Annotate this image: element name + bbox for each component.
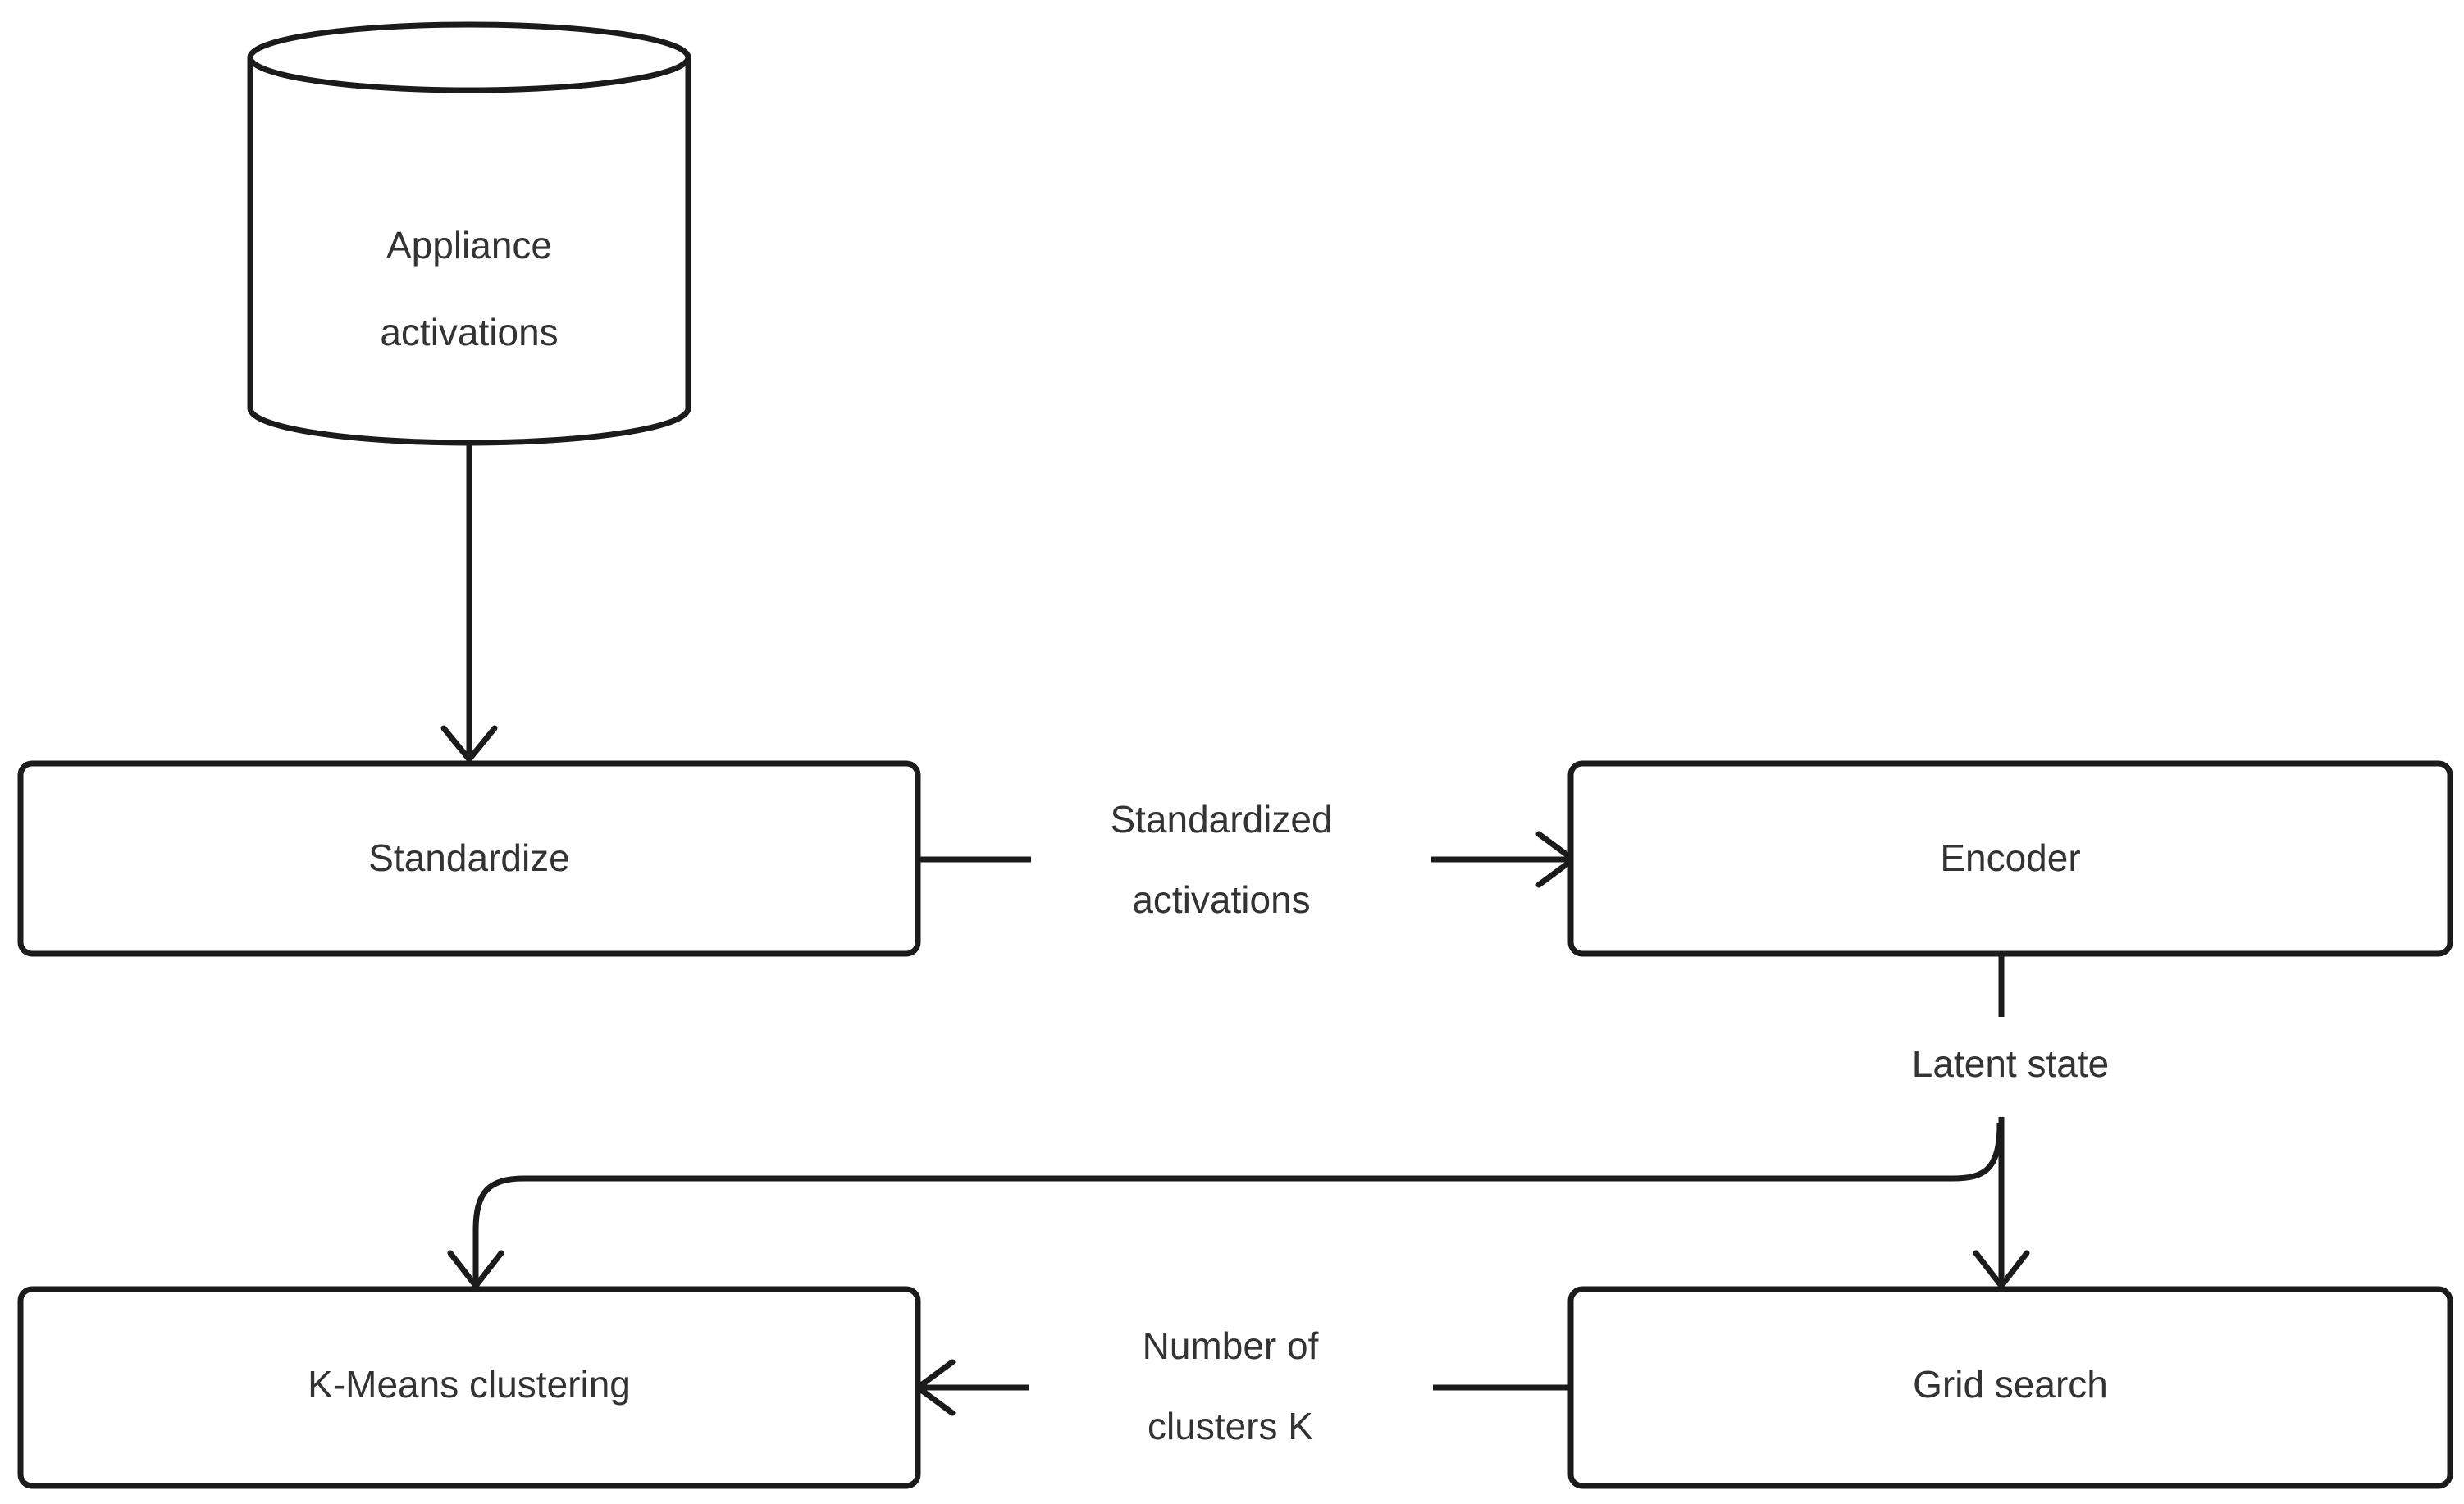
edge-line-branch-to-kmeans bbox=[472, 1123, 2003, 1281]
arrow-head-down-kmeans bbox=[447, 1250, 504, 1289]
arrow-head-down-grid-search bbox=[1973, 1250, 2030, 1289]
edge-label-number-of-clusters-line2: clusters K bbox=[1148, 1405, 1313, 1447]
edge-label-standardized-activations-line2: activations bbox=[1132, 878, 1310, 921]
cylinder-top-ellipse bbox=[247, 21, 691, 93]
node-grid-search[interactable]: Grid search bbox=[1567, 1286, 2453, 1489]
edge-activations-to-standardize bbox=[440, 443, 498, 763]
edge-label-number-of-clusters-line1: Number of bbox=[1143, 1324, 1319, 1367]
edge-label-latent-state: Latent state bbox=[1912, 1042, 2109, 1085]
node-encoder[interactable]: Encoder bbox=[1567, 760, 2453, 957]
node-label-grid-search: Grid search bbox=[1913, 1363, 2108, 1406]
arrow-head-left-kmeans bbox=[915, 1359, 956, 1416]
node-standardize[interactable]: Standardize bbox=[17, 760, 921, 957]
edge-encoder-to-grid-search: Latent state bbox=[1912, 954, 2109, 1289]
edge-encoder-to-kmeans bbox=[447, 1123, 2003, 1289]
node-label-standardize: Standardize bbox=[368, 836, 570, 879]
edge-standardize-to-encoder: Standardized activations bbox=[918, 798, 1577, 921]
edge-label-standardized-activations-line1: Standardized bbox=[1110, 798, 1332, 841]
node-label-appliance-line1: Appliance bbox=[386, 224, 552, 267]
node-label-encoder: Encoder bbox=[1940, 836, 2080, 879]
node-label-appliance-line2: activations bbox=[380, 311, 558, 353]
node-appliance-activations[interactable]: Appliance activations bbox=[247, 21, 691, 446]
arrow-head-down-standardize bbox=[440, 725, 498, 763]
edge-grid-search-to-kmeans: Number of clusters K bbox=[915, 1324, 1571, 1447]
node-box-encoder bbox=[1567, 760, 2453, 957]
node-k-means-clustering[interactable]: K-Means clustering bbox=[17, 1286, 921, 1489]
node-label-kmeans: K-Means clustering bbox=[308, 1363, 631, 1406]
